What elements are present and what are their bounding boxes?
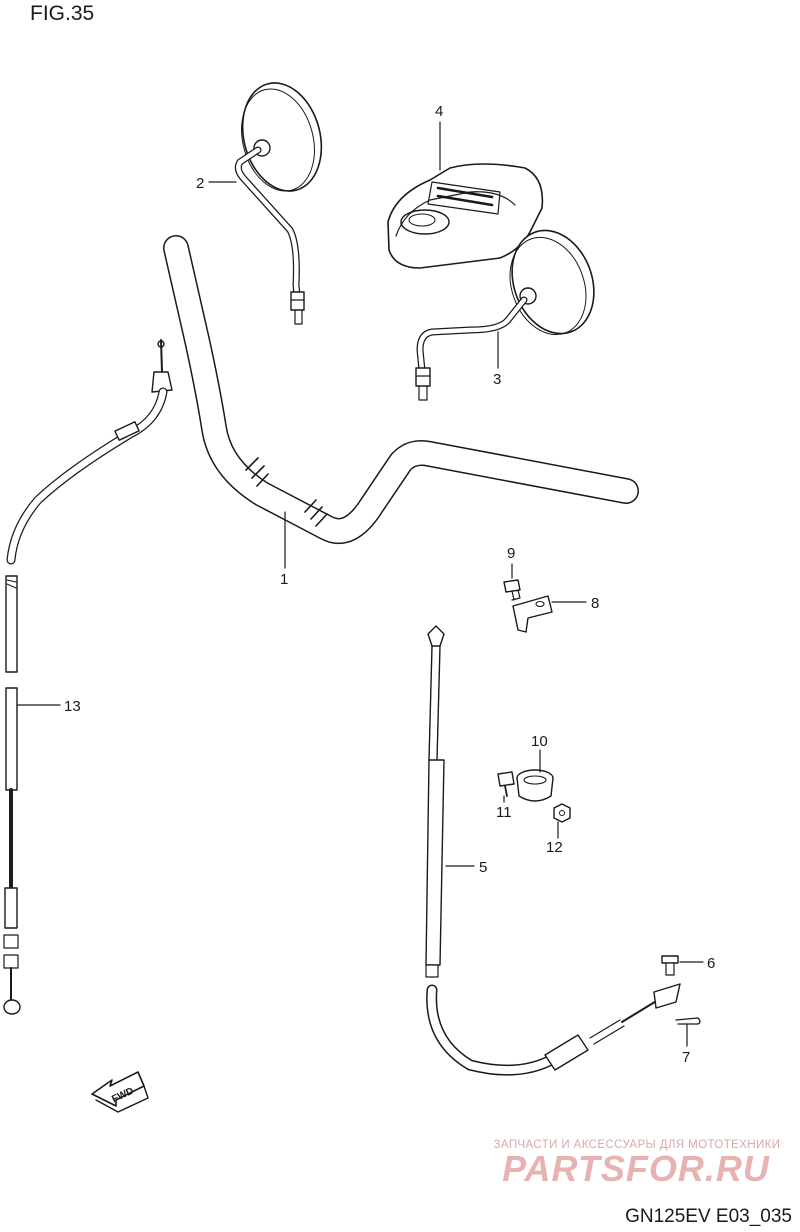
throttle-cable (425, 625, 681, 1076)
screw-11 (497, 771, 515, 797)
bolt-9 (503, 579, 521, 601)
callout-5: 5 (479, 859, 487, 876)
clamp-8 (512, 595, 553, 633)
clamp-10 (516, 769, 554, 802)
fwd-arrow (91, 1071, 149, 1113)
handlebar (163, 235, 639, 544)
callout-3: 3 (493, 371, 501, 388)
watermark-tagline: ЗАПЧАСТИ И АКСЕССУАРЫ ДЛЯ МОТОТЕХНИКИ (493, 1139, 781, 1151)
callout-6: 6 (707, 955, 715, 972)
left-mirror (234, 82, 323, 325)
callout-4: 4 (435, 103, 443, 120)
callout-numbers: 1 2 3 4 5 6 7 8 9 10 11 12 13 FWD (64, 103, 715, 1105)
right-mirror (415, 229, 595, 401)
callout-2: 2 (196, 175, 204, 192)
watermark-logo: PARTSFOR.RU (502, 1148, 770, 1189)
callout-12: 12 (546, 839, 563, 856)
figure-reference-code: GN125EV E03_035 (625, 1206, 792, 1227)
leader-lines (16, 121, 704, 1047)
callout-13: 13 (64, 698, 81, 715)
callout-9: 9 (507, 545, 515, 562)
callout-1: 1 (280, 571, 288, 588)
callout-8: 8 (591, 595, 599, 612)
screw-6 (661, 955, 679, 976)
callout-7: 7 (682, 1049, 690, 1066)
clutch-cable (3, 339, 173, 1015)
callout-11: 11 (496, 804, 512, 821)
switch-cover (387, 163, 544, 269)
nut-12 (553, 803, 571, 823)
cotter-pin-7 (675, 1017, 701, 1025)
callout-10: 10 (531, 733, 548, 750)
figure-title: FIG.35 (30, 2, 95, 25)
